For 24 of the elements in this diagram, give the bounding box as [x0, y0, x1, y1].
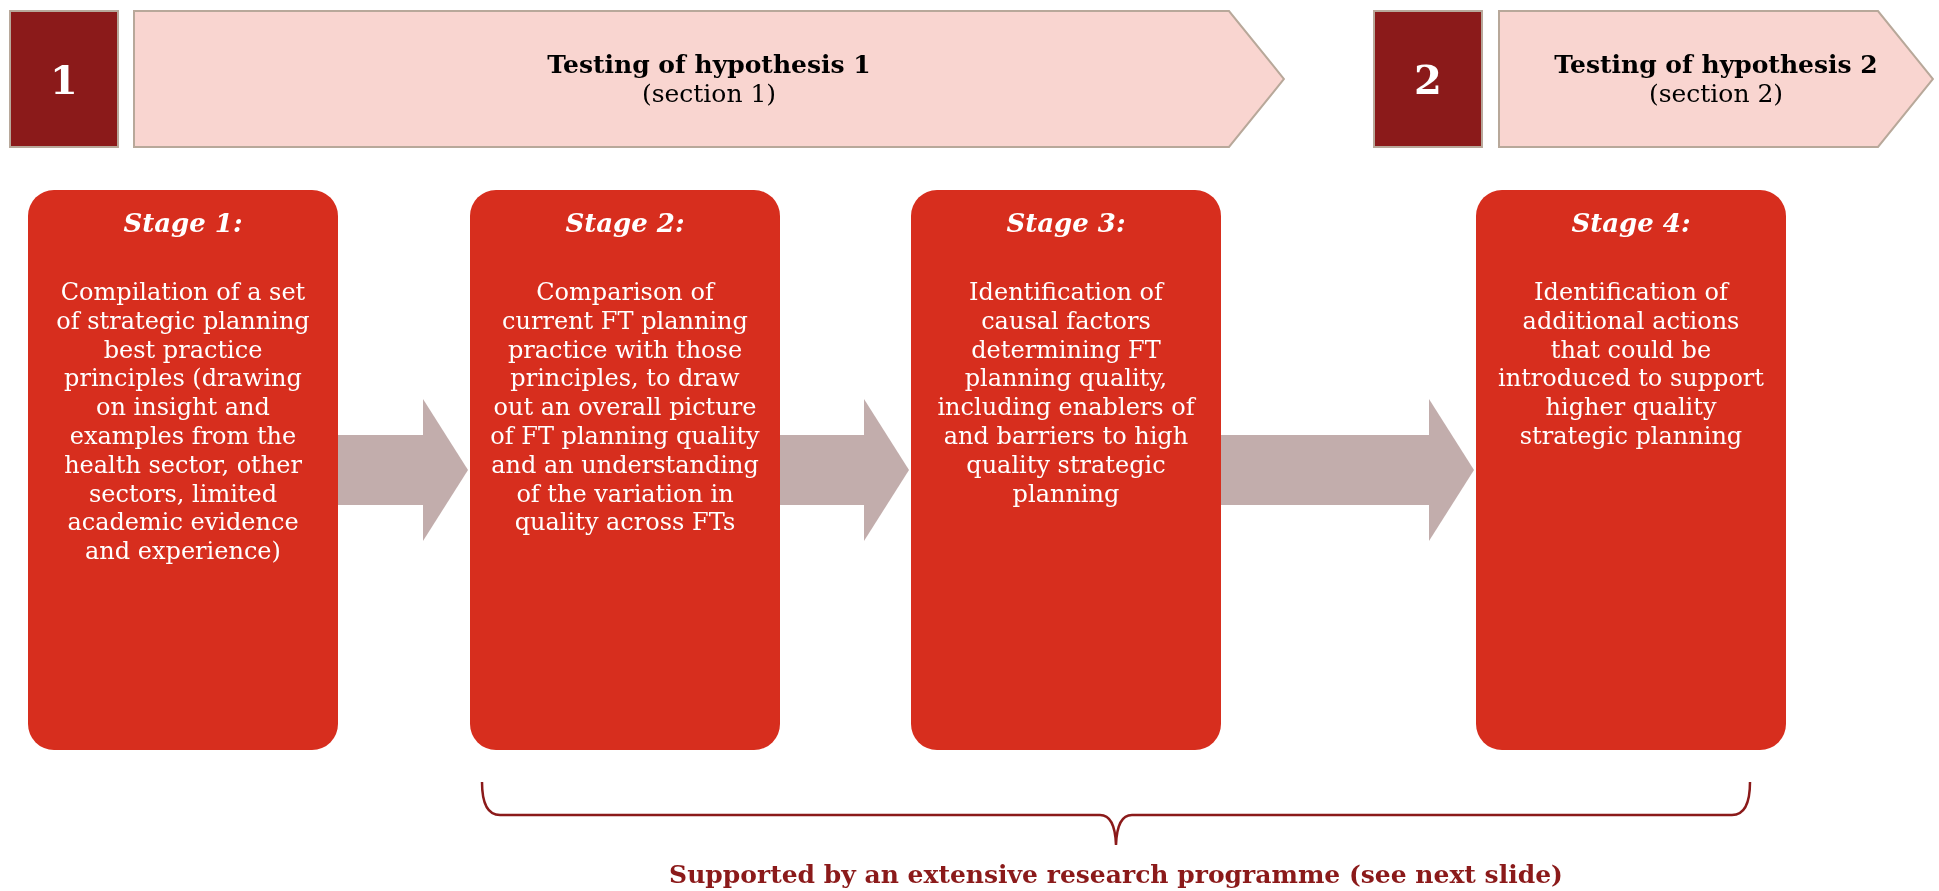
stage-description: Compilation of a set of strategic planning best practice principles (drawing on insight and examples from the health sector, other sectors, limited academic evidence and experience)	[55, 278, 311, 566]
banner-title: Testing of hypothesis 2	[1554, 50, 1878, 79]
stage-card	[28, 190, 338, 750]
stage-heading: Stage 1:	[122, 208, 244, 238]
step-number-box: 2	[1373, 10, 1483, 148]
chevron-banner	[1498, 10, 1934, 148]
stage-card	[470, 190, 780, 750]
block-arrow	[338, 399, 468, 541]
stage-card	[1476, 190, 1786, 750]
banner-subtitle: (section 2)	[1648, 79, 1784, 108]
chevron-banner	[133, 10, 1285, 148]
block-arrow	[1221, 399, 1474, 541]
stage-description: Comparison of current FT planning practice with those principles, to draw out an overall picture of FT planning quality and an understanding of the variation in quality across FTs	[490, 278, 760, 538]
banner-subtitle: (section 1)	[641, 79, 777, 108]
banner-title: Testing of hypothesis 1	[547, 50, 871, 79]
stage-description: Identification of additional actions that could be introduced to support higher quality strategic planning	[1497, 278, 1765, 451]
bracket-caption: Supported by an extensive research programme (see next slide)	[669, 860, 1563, 889]
stage-heading: Stage 4:	[1570, 208, 1692, 238]
step-number-box: 1	[9, 10, 119, 148]
stage-description: Identification of causal factors determining FT planning quality, including enablers of and barriers to high quality strategic planning	[936, 278, 1197, 509]
block-arrow	[780, 399, 909, 541]
stage-heading: Stage 2:	[564, 208, 686, 238]
stage-card	[911, 190, 1221, 750]
stage-heading: Stage 3:	[1005, 208, 1127, 238]
